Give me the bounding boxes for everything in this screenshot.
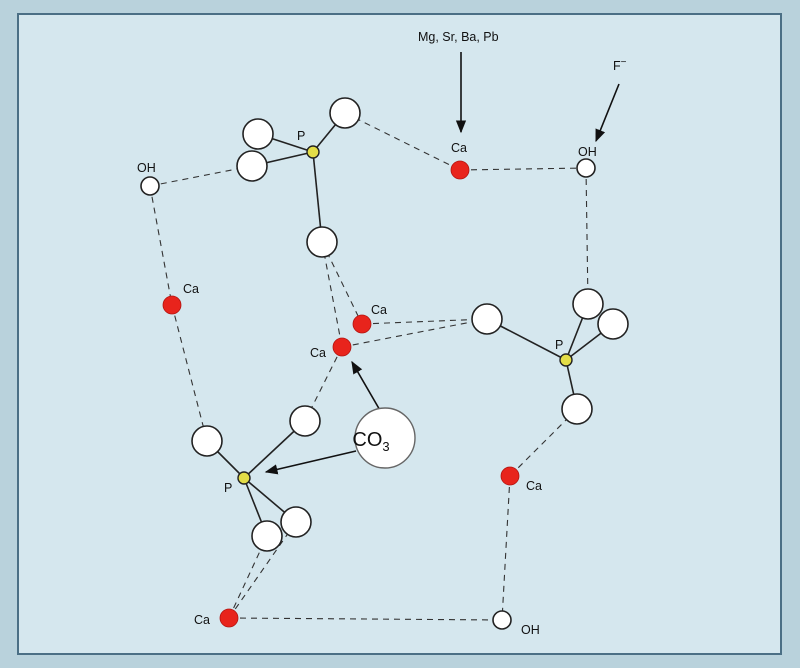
oxygen-atom <box>471 303 503 335</box>
hydroxyl-atom-right <box>576 158 596 178</box>
label-oh-right: OH <box>578 145 597 159</box>
oxygen-atom <box>561 393 593 425</box>
label-ca-top: Ca <box>451 141 467 155</box>
label-ca-mid-lower: Ca <box>310 346 326 360</box>
carbonate-label: CO <box>352 429 382 451</box>
calcium-atoms <box>162 160 520 628</box>
carbonate-subscript: 3 <box>382 439 389 454</box>
oxygen-atom <box>572 288 604 320</box>
arrows <box>264 52 620 475</box>
label-ca-mid-upper: Ca <box>371 303 387 317</box>
oxygen-atom <box>251 520 283 552</box>
phosphorus-atoms <box>237 145 573 485</box>
oxygen-atom <box>597 308 629 340</box>
oxygen-atom <box>242 118 274 150</box>
oxygen-atom <box>306 226 338 258</box>
hydroxyl-atoms <box>140 158 596 630</box>
label-oh-left: OH <box>137 161 156 175</box>
calcium-atom-bottom <box>219 608 239 628</box>
label-cation-substituents: Mg, Sr, Ba, Pb <box>418 30 499 44</box>
calcium-atom-top <box>450 160 470 180</box>
oxygen-atom <box>191 425 223 457</box>
hydroxyl-atom-left <box>140 176 160 196</box>
label-p-top: P <box>297 129 305 143</box>
svg-text:CO3: CO3 <box>352 429 389 454</box>
oxygen-atom <box>280 506 312 538</box>
label-oh-bottom: OH <box>521 623 540 637</box>
calcium-atom-right <box>500 466 520 486</box>
oxygen-atom <box>329 97 361 129</box>
label-ca-right: Ca <box>526 479 542 493</box>
fluoride-charge: − <box>621 57 627 68</box>
hydroxyl-atom-bottom <box>492 610 512 630</box>
calcium-atom-left <box>162 295 182 315</box>
label-p-bottom: P <box>224 481 232 495</box>
label-ca-left: Ca <box>183 282 199 296</box>
carbonate-circle <box>354 407 416 469</box>
phosphorus-atom-top <box>306 145 320 159</box>
atom-labels: P P P Ca Ca Ca Ca Ca Ca OH OH OH Mg, Sr,… <box>137 30 627 637</box>
carbonate-to-ca-arrow <box>351 360 382 413</box>
label-p-right: P <box>555 338 563 352</box>
label-fluoride: F− <box>613 57 627 73</box>
carbonate-to-p-arrow <box>264 450 357 475</box>
phosphorus-atom-right <box>559 353 573 367</box>
oxygen-atoms <box>191 97 629 552</box>
phosphorus-atom-bottom <box>237 471 251 485</box>
oxygen-atom <box>236 150 268 182</box>
fluoride-substitution-arrow <box>595 83 620 143</box>
oxygen-atom <box>289 405 321 437</box>
calcium-atom-mid-upper <box>352 314 372 334</box>
carbonate-group: CO3 <box>352 407 416 469</box>
label-ca-bottom: Ca <box>194 613 210 627</box>
calcium-atom-mid-lower <box>332 337 352 357</box>
diagram-panel <box>17 13 782 655</box>
